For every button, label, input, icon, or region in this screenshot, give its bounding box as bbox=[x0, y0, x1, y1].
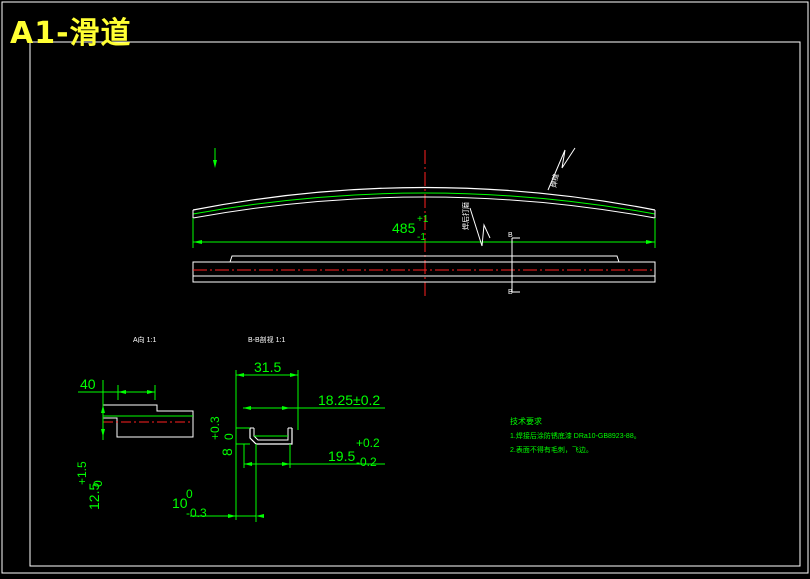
detail-a-height-lower-tol: 0 bbox=[91, 480, 105, 487]
detail-a-height-dim: 12.5 bbox=[86, 483, 102, 510]
svg-text:焊后打磨: 焊后打磨 bbox=[461, 202, 470, 230]
section-b-lower-lower-tol: -0.2 bbox=[356, 455, 377, 469]
section-b-lower-dim: 19.5 bbox=[328, 448, 355, 464]
section-b-height-upper-tol: +0.3 bbox=[208, 416, 222, 440]
overall-length-lower-tol: -1 bbox=[417, 232, 426, 243]
section-b-bottom-dim: 10 bbox=[172, 495, 188, 511]
tech-notes-line2: 2.表面不得有毛刺，飞边。 bbox=[510, 445, 593, 454]
section-b-label: B-B剖视 1:1 bbox=[248, 335, 285, 344]
section-b-view: B-B剖视 1:1 31.5 18.25±0.2 8 +0.3 0 19.5 +… bbox=[172, 335, 385, 522]
section-b-lower-upper-tol: +0.2 bbox=[356, 436, 380, 450]
section-b-bottom-lower-tol: -0.3 bbox=[186, 506, 207, 520]
section-b-height-dim: 8 bbox=[219, 448, 235, 456]
tech-notes-heading: 技术要求 bbox=[510, 416, 542, 426]
section-b-height-lower-tol: 0 bbox=[222, 433, 236, 440]
section-b-bottom-upper-tol: 0 bbox=[186, 487, 193, 501]
overall-length-upper-tol: +1 bbox=[417, 214, 429, 225]
inner-frame bbox=[29, 41, 801, 567]
section-mark-bottom: B bbox=[508, 289, 513, 296]
svg-text:焊缝: 焊缝 bbox=[549, 173, 560, 188]
drawing-title: A1-滑道 bbox=[10, 16, 132, 51]
overall-length-dim: 485 bbox=[392, 220, 416, 236]
detail-a-height-upper-tol: +1.5 bbox=[75, 461, 89, 485]
tech-notes-line1: 1.焊接后涂防锈底漆 DRa10-GB8923-88。 bbox=[510, 431, 641, 440]
detail-a-label: A向 1:1 bbox=[133, 335, 156, 344]
main-view: 485 +1 -1 焊缝 焊后打磨 B B bbox=[192, 147, 656, 298]
section-mark-top: B bbox=[508, 232, 513, 239]
section-b-inner-dim: 18.25±0.2 bbox=[318, 392, 380, 408]
detail-a-width-dim: 40 bbox=[80, 376, 96, 392]
detail-a-view: A向 1:1 40 12.5 +1.5 0 bbox=[75, 335, 194, 510]
section-b-top-dim: 31.5 bbox=[254, 359, 281, 375]
tech-notes: 技术要求 1.焊接后涂防锈底漆 DRa10-GB8923-88。 2.表面不得有… bbox=[510, 416, 641, 454]
